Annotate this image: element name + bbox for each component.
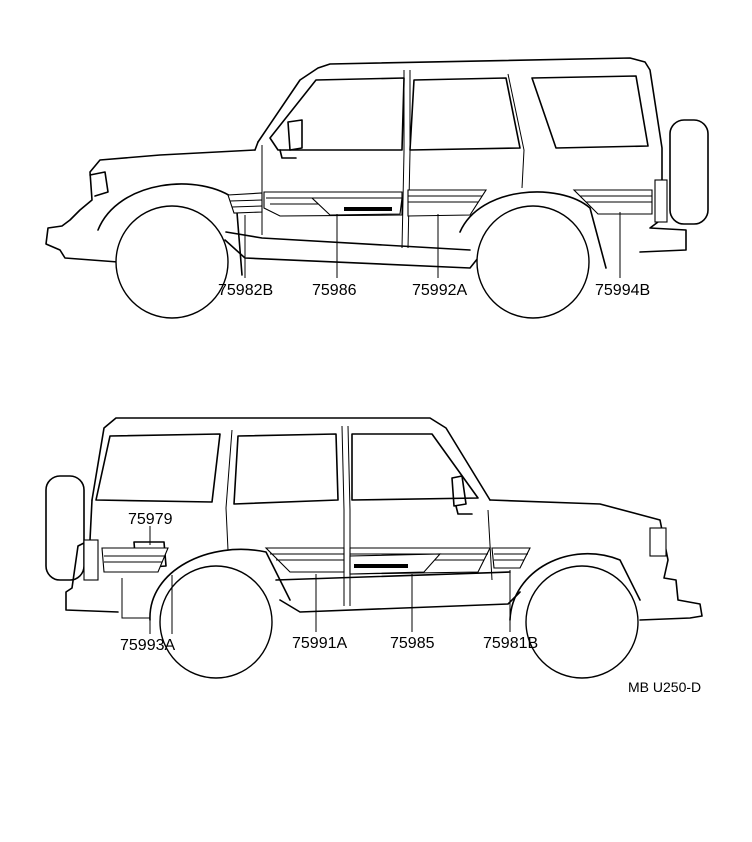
headlight [649, 527, 667, 557]
rear-fender-flare [149, 548, 291, 621]
vehicle-top-right-side: 75982B 75986 75992A 75994B [45, 57, 709, 319]
rear-fender-flare [459, 191, 607, 269]
front-fender-flare [509, 552, 641, 621]
part-label-75981B: 75981B [483, 635, 538, 652]
vehicle-bottom-left-side: 75979 75993A 75991A 75985 75981B [45, 417, 703, 679]
stripe-front-fender [227, 192, 263, 214]
part-label-75979: 75979 [128, 511, 173, 528]
rear-wheel [476, 205, 590, 319]
middle-window [233, 433, 339, 505]
stripe-rear-quarter [101, 547, 169, 573]
rear-window [95, 433, 221, 503]
spare-tire [45, 475, 85, 581]
tail-light [83, 539, 99, 581]
tail-light [654, 179, 668, 223]
part-label-75994B: 75994B [595, 282, 650, 299]
part-label-75991A: 75991A [292, 635, 347, 652]
stripe-front-fender [491, 547, 531, 569]
side-mirror [287, 119, 303, 151]
drawing-code: MB U250-D [628, 679, 701, 695]
rear-window [531, 75, 649, 149]
front-window [269, 77, 405, 151]
middle-window [409, 77, 521, 151]
front-window [351, 433, 479, 501]
part-label-75986: 75986 [312, 282, 357, 299]
part-label-75992A: 75992A [412, 282, 467, 299]
front-wheel [525, 565, 639, 679]
side-mirror [451, 475, 467, 507]
part-label-75982B: 75982B [218, 282, 273, 299]
rear-wheel [159, 565, 273, 679]
spare-tire [669, 119, 709, 225]
part-label-75993A: 75993A [120, 637, 175, 654]
part-label-75985: 75985 [390, 635, 435, 652]
front-wheel [115, 205, 229, 319]
